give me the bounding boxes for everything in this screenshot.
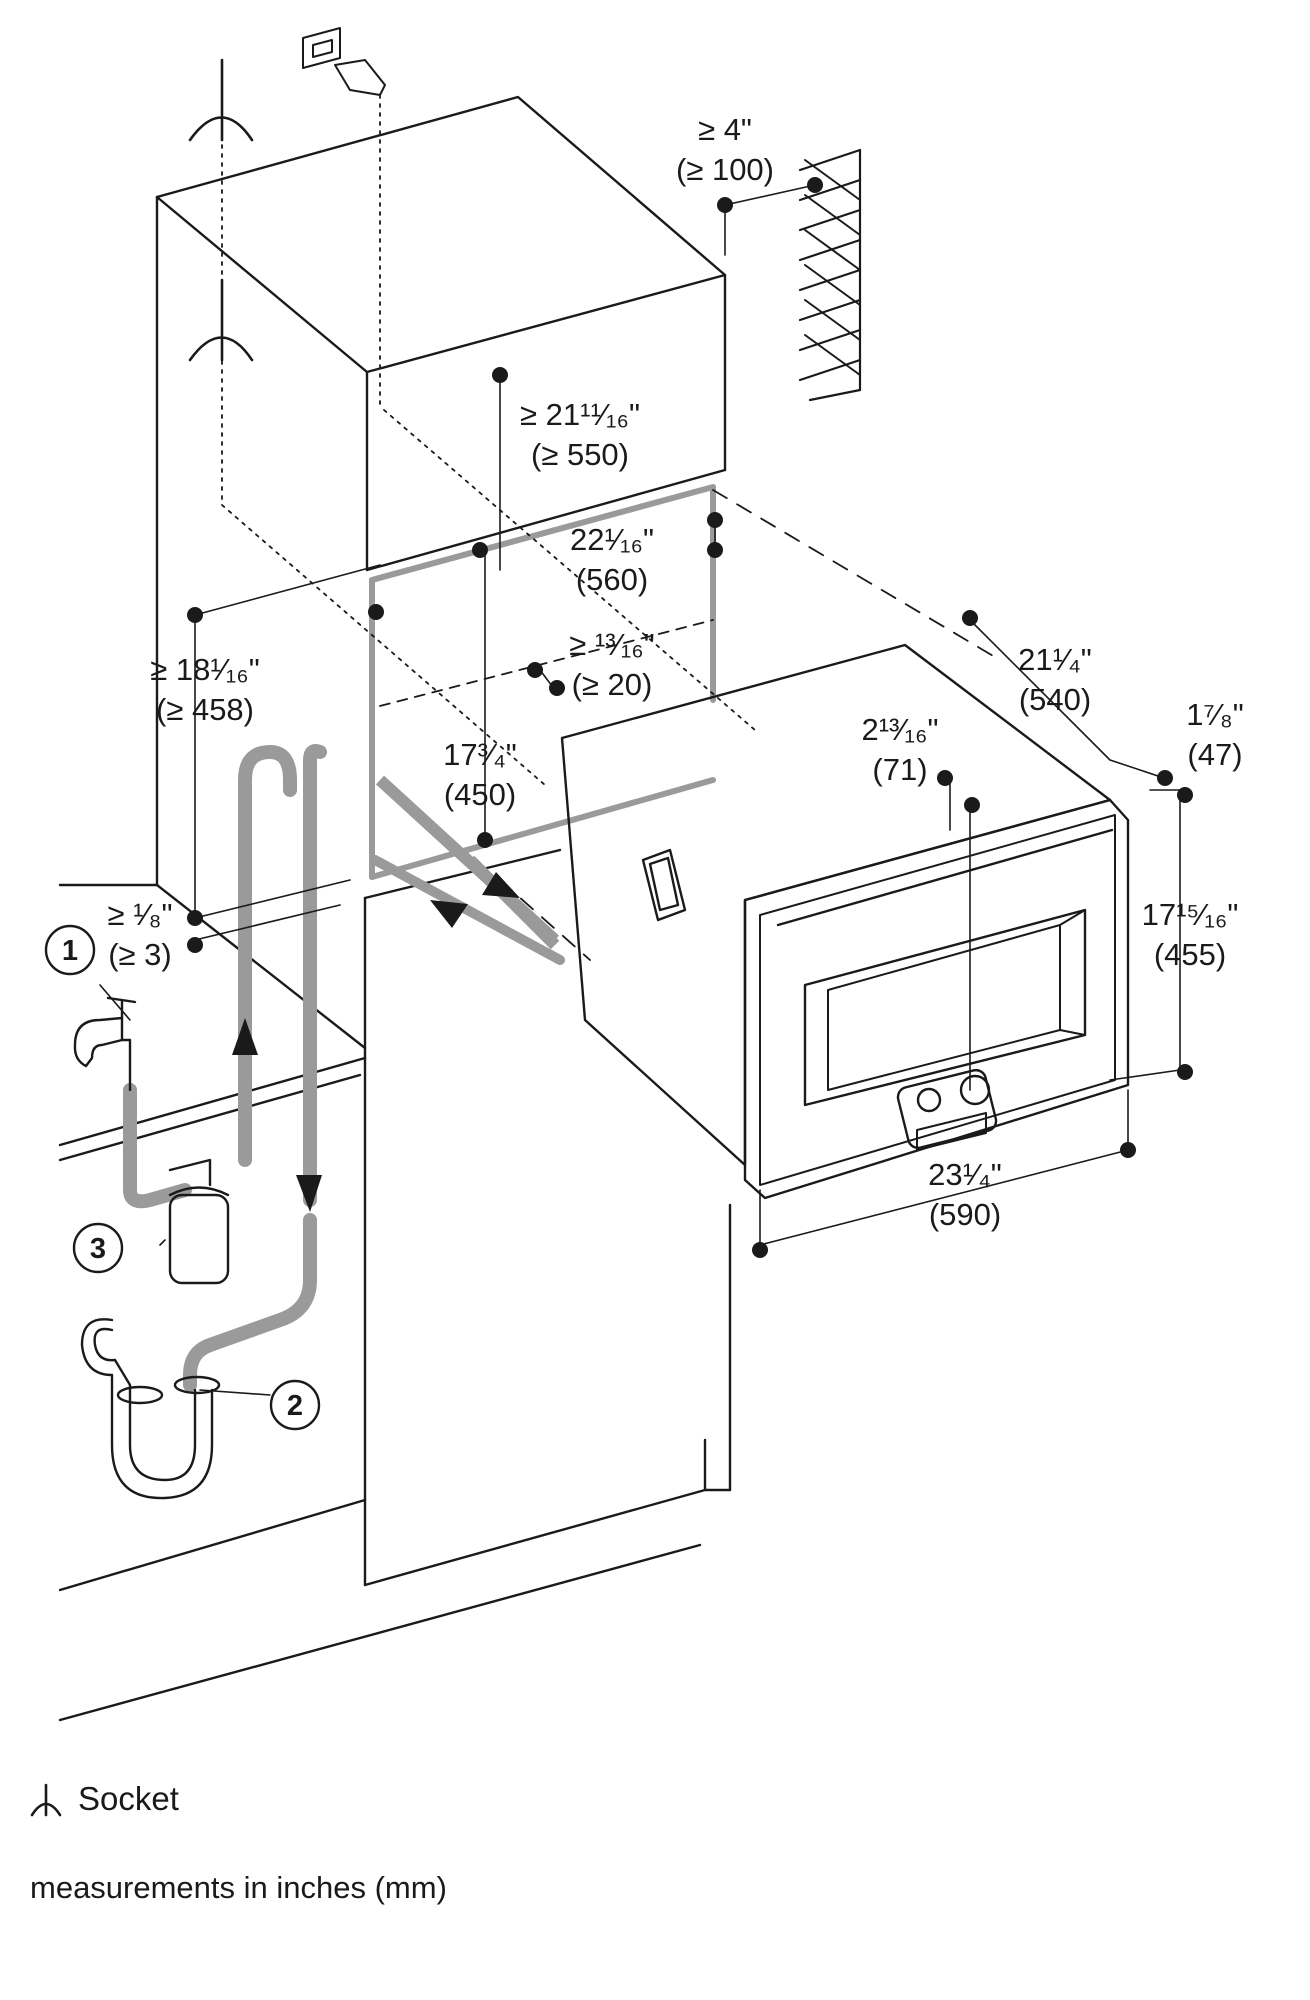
dimension-labels: ≥ 4" (≥ 100) ≥ 21¹¹⁄₁₆" (≥ 550) 22¹⁄₁₆" … [108,112,1244,1232]
hose-arrows [232,872,520,1212]
dim-appliance-depth-in: 21¹⁄₄" [1018,642,1092,677]
dim-cutout-height-mm: (≥ 458) [156,692,254,727]
legend-label: Socket [78,1780,179,1817]
dim-wall-clearance-in: ≥ 4" [698,112,752,147]
callout-2: 2 [287,1390,303,1422]
dim-appliance-depth-mm: (540) [1019,682,1091,717]
dimension-dots [187,177,1193,1258]
dim-cutout-width-in: 22¹⁄₁₆" [570,522,654,557]
water-filter [168,1158,230,1285]
dim-wall-clearance-mm: (≥ 100) [676,152,774,187]
callout-circles [44,924,321,1431]
legend: Socket [28,1780,179,1818]
measurement-note: measurements in inches (mm) [30,1870,447,1905]
siphon-icon [80,1318,221,1500]
socket-icon [188,58,254,362]
dim-appliance-width-in: 23¹⁄₄" [928,1157,1002,1192]
appliance-front [743,798,1130,1200]
water-hoses [123,744,565,1392]
guide-lines [221,94,1001,961]
callout-1: 1 [62,935,78,967]
dimension-lines [99,184,1181,1396]
dim-cutout-depth-mm: (≥ 550) [531,437,629,472]
wall-hatch [798,148,862,402]
dim-cutout-width-mm: (560) [576,562,648,597]
callout-numbers: 1 2 3 [62,935,303,1422]
callout-3: 3 [90,1233,106,1265]
dim-panel-gap-mm: (≥ 20) [572,667,653,702]
dim-inner-height-mm: (450) [444,777,516,812]
dim-front-thickness-mm: (47) [1187,737,1242,772]
dim-appliance-width-mm: (590) [929,1197,1001,1232]
dim-appliance-height-mm: (455) [1154,937,1226,972]
slide-arrows [375,775,560,950]
dim-inner-height-in: 17³⁄₄" [443,737,517,772]
socket-icon [30,1783,62,1817]
dim-panel-gap-in: ≥ ¹³⁄₁₆" [569,627,654,662]
dim-door-offset-mm: (71) [872,752,927,787]
dim-appliance-height-in: 17¹⁵⁄₁₆" [1142,897,1239,932]
dim-bottom-gap-in: ≥ ¹⁄₈" [108,897,173,932]
dim-bottom-gap-mm: (≥ 3) [108,937,172,972]
base-cabinet [58,848,732,1722]
tap-icon [73,996,137,1092]
dim-cutout-depth-in: ≥ 21¹¹⁄₁₆" [520,397,640,432]
dim-front-thickness-in: 1⁷⁄₈" [1186,697,1244,732]
dim-cutout-height-in: ≥ 18¹⁄₁₆" [150,652,260,687]
dim-door-offset-in: 2¹³⁄₁₆" [861,712,938,747]
network-plug-icon [302,27,386,96]
